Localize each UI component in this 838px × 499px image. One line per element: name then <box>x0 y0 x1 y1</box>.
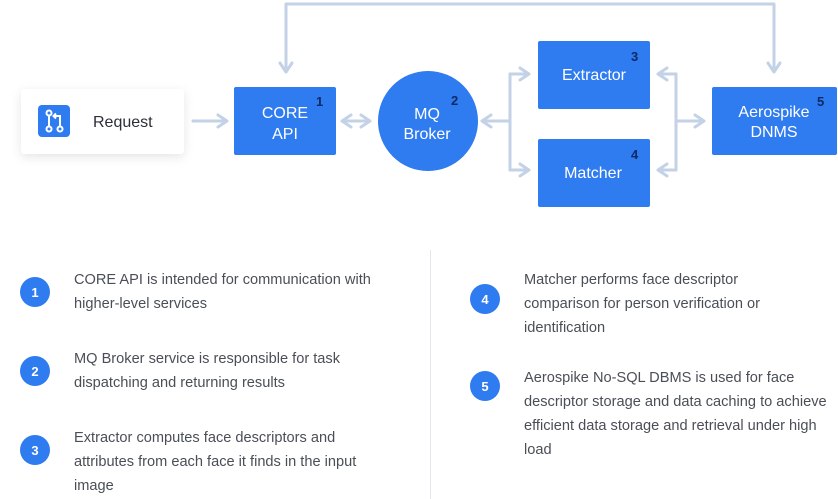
connectors <box>191 2 782 178</box>
request-node: Request <box>21 89 184 154</box>
architecture-diagram: Request CORE API 1 MQ Broker 2 Extractor… <box>21 2 837 207</box>
aerospike-node: Aerospike DNMS 5 <box>712 87 837 155</box>
merge-request-icon <box>38 105 70 137</box>
legend-number-5: 5 <box>470 371 500 401</box>
legend-text-1: CORE API is intended for communication w… <box>74 272 371 312</box>
core-api-node: CORE API 1 <box>234 87 336 155</box>
legend-divider <box>430 250 431 499</box>
core-api-badge: 1 <box>316 94 323 109</box>
request-label: Request <box>93 114 153 131</box>
arrowhead-core-top <box>278 61 294 74</box>
legend-text-5: Aerospike No-SQL DBMS is used for face d… <box>524 370 827 458</box>
matcher-label: Matcher <box>564 165 622 182</box>
legend-item-2: 2 MQ Broker service is responsible for t… <box>20 347 374 395</box>
arrowhead-request-core <box>216 113 229 129</box>
core-api-line1: CORE <box>262 105 308 122</box>
mq-broker-line1: MQ <box>414 106 440 123</box>
extractor-node: Extractor 3 <box>538 41 650 109</box>
legend-item-3: 3 Extractor computes face descriptors an… <box>20 426 394 498</box>
core-api-line2: API <box>272 126 298 143</box>
legend-item-1: 1 CORE API is intended for communication… <box>20 268 374 316</box>
mq-broker-badge: 2 <box>451 93 458 108</box>
extractor-badge: 3 <box>631 49 638 64</box>
arrowhead-aerospike-top <box>766 61 782 74</box>
legend-item-4: 4 Matcher performs face descriptor compa… <box>470 268 809 340</box>
aerospike-line2: DNMS <box>750 124 797 141</box>
legend-text-3: Extractor computes face descriptors and … <box>74 430 357 494</box>
matcher-node: Matcher 4 <box>538 139 650 207</box>
mq-broker-line2: Broker <box>403 126 451 143</box>
legend-item-5: 5 Aerospike No-SQL DBMS is used for face… <box>470 366 834 462</box>
extractor-label: Extractor <box>562 67 627 84</box>
aerospike-badge: 5 <box>817 94 824 109</box>
legend-number-2: 2 <box>20 356 50 386</box>
matcher-badge: 4 <box>631 147 639 162</box>
aerospike-line1: Aerospike <box>738 104 809 121</box>
legend-text-4: Matcher performs face descriptor compari… <box>524 272 761 336</box>
legend-number-1: 1 <box>20 277 50 307</box>
connector-aerospike-core <box>284 2 776 72</box>
legend-number-4: 4 <box>470 284 500 314</box>
legend-number-3: 3 <box>20 435 50 465</box>
mq-broker-node: MQ Broker 2 <box>378 71 478 171</box>
legend-text-2: MQ Broker service is responsible for tas… <box>74 351 341 391</box>
